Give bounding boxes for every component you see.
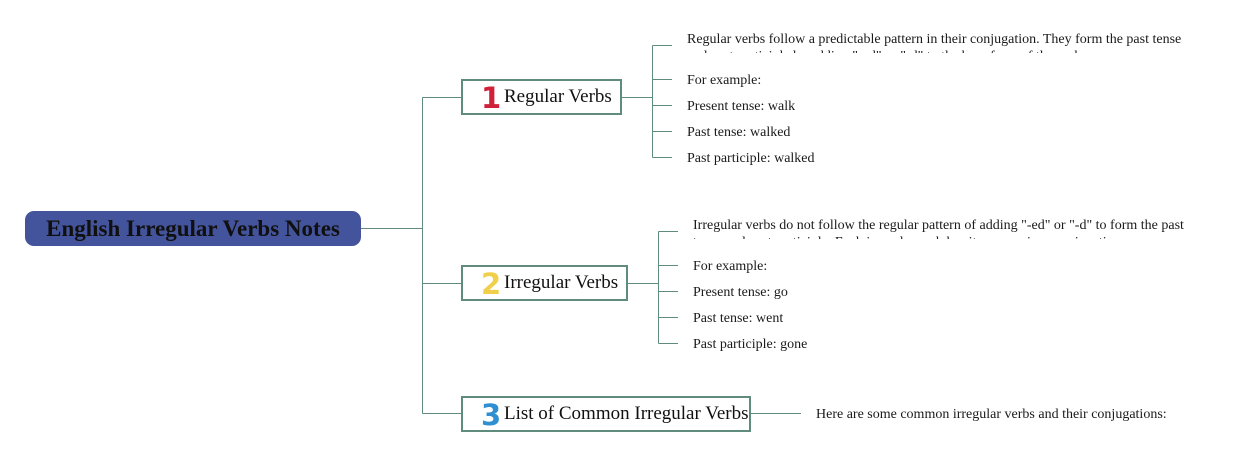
detail-item[interactable]: Past tense: went (693, 311, 784, 326)
detail-item[interactable]: Here are some common irregular verbs and… (816, 407, 1167, 422)
number-2-icon: 2 (481, 267, 502, 301)
detail-paragraph[interactable]: Irregular verbs do not follow the regula… (693, 218, 1184, 239)
topic-common-irregular-verbs[interactable]: 3 List of Common Irregular Verbs (461, 396, 751, 432)
root-topic[interactable]: English Irregular Verbs Notes (25, 211, 361, 246)
detail-paragraph[interactable]: Regular verbs follow a predictable patte… (687, 32, 1182, 53)
detail-item[interactable]: For example: (693, 259, 768, 274)
topic-label: Regular Verbs (504, 86, 612, 107)
detail-item[interactable]: Past participle: walked (687, 151, 815, 166)
topic-2-ticks (658, 231, 678, 344)
root-title: English Irregular Verbs Notes (46, 216, 340, 241)
topic-regular-verbs[interactable]: 1 Regular Verbs (461, 79, 622, 115)
detail-item[interactable]: Past participle: gone (693, 337, 808, 352)
number-1-icon: 1 (481, 81, 502, 115)
number-3-icon: 3 (481, 398, 502, 432)
topic-label: Irregular Verbs (504, 272, 619, 293)
detail-item[interactable]: For example: (687, 73, 762, 88)
topic-irregular-verbs[interactable]: 2 Irregular Verbs (461, 265, 628, 301)
detail-item[interactable]: Present tense: walk (687, 99, 796, 114)
detail-item[interactable]: Past tense: walked (687, 125, 791, 140)
topic-label: List of Common Irregular Verbs (504, 403, 749, 424)
topic-1-ticks (652, 45, 672, 158)
detail-item[interactable]: Present tense: go (693, 285, 788, 300)
